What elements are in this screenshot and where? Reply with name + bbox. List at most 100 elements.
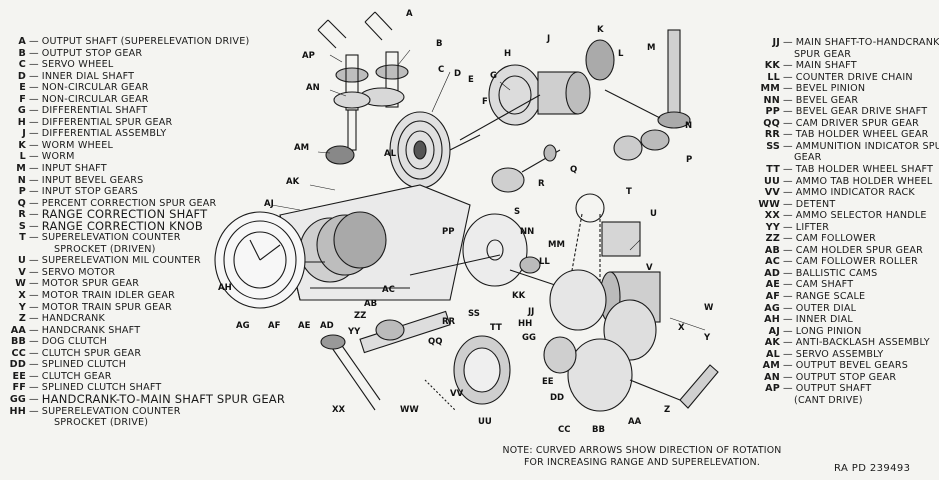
legend-item: SS—AMMUNITION INDICATOR SPUR — [748, 141, 939, 153]
legend-code: B — [18, 47, 26, 59]
legend-dash: — — [783, 37, 793, 48]
legend-description: INPUT BEVEL GEARS — [41, 174, 144, 186]
callout-h: H — [504, 49, 511, 59]
legend-item: L—WORM — [8, 151, 308, 163]
legend-code: Q — [17, 197, 26, 209]
legend-dash: — — [29, 128, 39, 140]
callout-q: Q — [570, 165, 577, 175]
callout-f: F — [482, 97, 488, 107]
legend-dash: — — [783, 325, 793, 337]
legend-code: L — [19, 151, 26, 163]
legend-description: CAM FOLLOWER ROLLER — [795, 256, 919, 268]
legend-description: (CANT DRIVE) — [794, 394, 863, 406]
callout-ss: SS — [468, 309, 480, 319]
legend-code: U — [18, 255, 26, 267]
legend-item: AA—HANDCRANK SHAFT — [8, 325, 308, 337]
callout-d: D — [454, 69, 461, 79]
legend-dash: — — [783, 71, 793, 83]
legend-description: DOG CLUTCH — [41, 336, 108, 348]
callout-ww: WW — [400, 405, 419, 415]
legend-item: W—MOTOR SPUR GEAR — [8, 278, 308, 290]
legend-code: T — [19, 232, 26, 244]
legend-code: RR — [764, 129, 780, 141]
callout-an: AN — [306, 83, 320, 93]
legend-item: B—OUTPUT STOP GEAR — [8, 48, 308, 60]
callout-ll: LL — [539, 257, 550, 267]
legend-code: MM — [760, 83, 780, 95]
callout-aj: AJ — [264, 199, 274, 209]
legend-dash: — — [783, 106, 793, 118]
legend-code: PP — [765, 106, 780, 118]
legend-description: COUNTER DRIVE CHAIN — [795, 71, 913, 83]
callout-kk: KK — [512, 291, 526, 301]
callout-l: L — [618, 49, 624, 59]
legend-dash: — — [783, 210, 793, 222]
legend-code: BB — [10, 336, 26, 348]
legend-description: CAM HOLDER SPUR GEAR — [795, 244, 923, 256]
legend-dash: — — [29, 59, 39, 71]
legend-code: JJ — [772, 37, 780, 48]
callout-al: AL — [384, 149, 397, 159]
callout-am: AM — [294, 143, 309, 153]
legend-dash: — — [783, 94, 793, 106]
legend-code: Y — [18, 301, 26, 313]
legend-dash: — — [783, 302, 793, 314]
legend-item: P—INPUT STOP GEARS — [8, 186, 308, 198]
legend-dash: — — [29, 209, 39, 221]
legend-item: G—DIFFERENTIAL SHAFT — [8, 105, 308, 117]
legend-description: AMMO INDICATOR RACK — [795, 187, 915, 199]
callout-g: G — [490, 71, 497, 81]
legend-description: SERVO ASSEMBLY — [795, 348, 884, 360]
legend-item: XX—AMMO SELECTOR HANDLE — [748, 210, 936, 222]
legend-item: D—INNER DIAL SHAFT — [8, 71, 308, 83]
legend-item: A—OUTPUT SHAFT (SUPERELEVATION DRIVE) — [8, 36, 308, 48]
legend-description: OUTPUT STOP GEAR — [41, 47, 143, 59]
legend-dash: — — [29, 47, 39, 59]
legend-dash: — — [29, 151, 39, 163]
legend-description: INPUT STOP GEARS — [41, 186, 138, 198]
legend-description: INPUT SHAFT — [41, 163, 107, 175]
legend-dash: — — [783, 279, 793, 291]
legend-item: RR—TAB HOLDER WHEEL GEAR — [748, 129, 936, 141]
legend-item: QQ—CAM DRIVER SPUR GEAR — [748, 118, 936, 130]
legend-dash: — — [29, 255, 39, 267]
legend-code: D — [17, 70, 26, 82]
legend-item: GG—HANDCRANK-TO-MAIN SHAFT SPUR GEAR — [8, 393, 308, 406]
legend-item: PP—BEVEL GEAR DRIVE SHAFT — [748, 106, 936, 118]
legend-code: GG — [9, 393, 26, 405]
legend-dash: — — [783, 129, 793, 141]
legend-description: DIFFERENTIAL ASSEMBLY — [41, 128, 167, 140]
callout-pp: PP — [442, 227, 454, 237]
legend-description: AMMO SELECTOR HANDLE — [795, 210, 927, 222]
legend-code: N — [17, 174, 26, 186]
legend-item: TT—TAB HOLDER WHEEL SHAFT — [748, 164, 936, 176]
legend-dash: — — [29, 197, 39, 209]
callout-c: C — [438, 65, 444, 75]
legend-code: AH — [764, 314, 780, 326]
legend-item: T—SUPERELEVATION COUNTER — [8, 232, 308, 244]
legend-description: MOTOR TRAIN SPUR GEAR — [41, 301, 173, 313]
legend-code: AM — [762, 360, 780, 372]
legend-code: R — [18, 209, 26, 221]
legend-dash: — — [783, 175, 793, 187]
legend-description: BEVEL GEAR DRIVE SHAFT — [795, 106, 928, 118]
legend-code: AB — [764, 244, 780, 256]
legend-dash: — — [783, 383, 793, 395]
legend-code: AK — [764, 337, 780, 349]
legend-dash: — — [29, 70, 39, 82]
legend-item: MM—BEVEL PINION — [748, 83, 936, 95]
differential-assembly — [459, 39, 615, 141]
legend-item: AK—ANTI-BACKLASH ASSEMBLY — [748, 337, 936, 349]
legend-code: G — [17, 105, 26, 117]
callout-yy: YY — [347, 327, 361, 337]
legend-description: LIFTER — [795, 221, 830, 233]
callout-rr: RR — [442, 317, 456, 327]
legend-item: UU—AMMO TAB HOLDER WHEEL — [748, 176, 936, 188]
legend-code: M — [16, 163, 26, 175]
legend-item: AD—BALLISTIC CAMS — [748, 268, 936, 280]
legend-dash: — — [783, 314, 793, 326]
legend-dash: — — [783, 337, 793, 349]
legend-dash: — — [783, 267, 793, 279]
legend-description: OUTPUT SHAFT — [795, 383, 872, 395]
legend-description: HANDCRANK SHAFT — [41, 324, 141, 336]
